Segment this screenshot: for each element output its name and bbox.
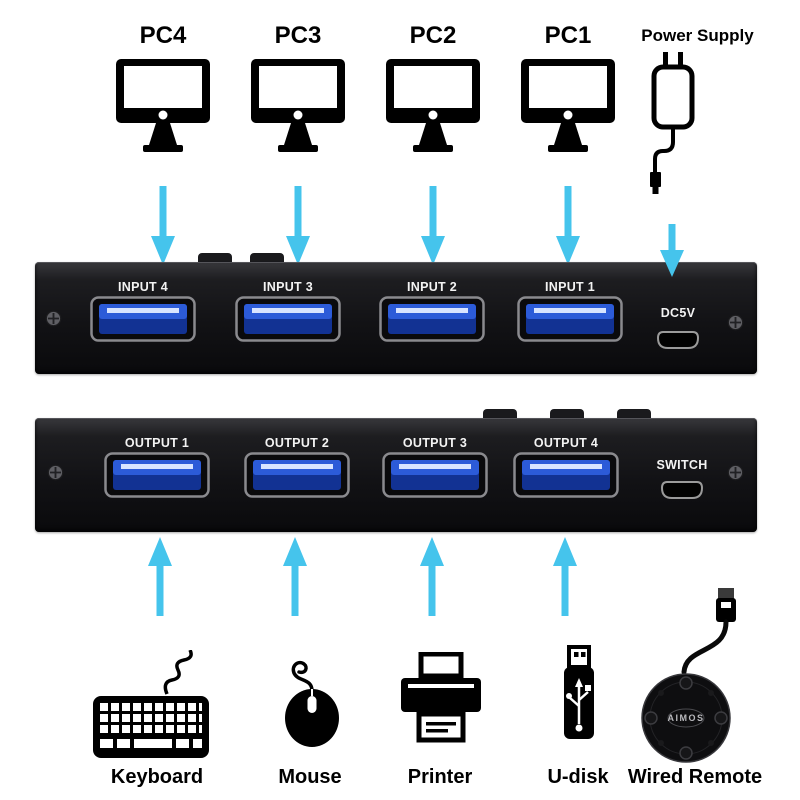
output4-port-label: OUTPUT 4 bbox=[533, 436, 599, 450]
udisk-label: U-disk bbox=[547, 766, 609, 788]
printer-label: Printer bbox=[407, 766, 473, 788]
mouse-icon bbox=[285, 660, 339, 747]
monitor-icon bbox=[521, 59, 615, 152]
usb-port-output4[interactable] bbox=[513, 452, 619, 498]
top-button-bump bbox=[250, 253, 284, 263]
up-arrow-icon bbox=[148, 537, 172, 616]
usb-port-output2[interactable] bbox=[244, 452, 350, 498]
usb-port-input2[interactable] bbox=[379, 296, 485, 342]
remote-brand-text: AIMOS bbox=[667, 713, 705, 723]
monitor-icon bbox=[116, 59, 210, 152]
usb-port-output1[interactable] bbox=[104, 452, 210, 498]
usb-port-input3[interactable] bbox=[235, 296, 341, 342]
input2-port-label: INPUT 2 bbox=[406, 280, 458, 294]
wired-remote-icon bbox=[641, 588, 736, 763]
pc3-label: PC3 bbox=[274, 22, 322, 49]
input4-port-label: INPUT 4 bbox=[117, 280, 169, 294]
wired-remote-label: Wired Remote bbox=[627, 766, 763, 788]
udisk-icon bbox=[564, 645, 594, 739]
mouse-label: Mouse bbox=[278, 766, 342, 788]
keyboard-icon bbox=[93, 650, 209, 758]
power-supply-icon bbox=[650, 52, 695, 194]
output1-port-label: OUTPUT 1 bbox=[124, 436, 190, 450]
monitor-icon bbox=[386, 59, 480, 152]
down-arrow-icon bbox=[286, 186, 310, 265]
top-button-bump bbox=[198, 253, 232, 263]
usb-port-input1[interactable] bbox=[517, 296, 623, 342]
dc5v-label: DC5V bbox=[660, 306, 696, 320]
up-arrow-icon bbox=[420, 537, 444, 616]
switch-label: SWITCH bbox=[656, 458, 708, 472]
screw-icon bbox=[47, 464, 64, 481]
up-arrow-icon bbox=[283, 537, 307, 616]
keyboard-label: Keyboard bbox=[110, 766, 204, 788]
input1-port-label: INPUT 1 bbox=[544, 280, 596, 294]
screw-icon bbox=[727, 464, 744, 481]
usb-port-input4[interactable] bbox=[90, 296, 196, 342]
pc2-label: PC2 bbox=[409, 22, 457, 49]
up-arrow-icon bbox=[553, 537, 577, 616]
screw-icon bbox=[45, 310, 62, 327]
power-supply-label: Power Supply bbox=[641, 26, 754, 45]
down-arrow-icon bbox=[421, 186, 445, 265]
output3-port-label: OUTPUT 3 bbox=[402, 436, 468, 450]
pc1-label: PC1 bbox=[544, 22, 592, 49]
usb-port-output3[interactable] bbox=[382, 452, 488, 498]
top-button-bump bbox=[617, 409, 651, 419]
top-button-bump bbox=[550, 409, 584, 419]
down-arrow-icon bbox=[660, 224, 684, 277]
down-arrow-icon bbox=[151, 186, 175, 265]
input3-port-label: INPUT 3 bbox=[262, 280, 314, 294]
screw-icon bbox=[727, 314, 744, 331]
dc5v-port[interactable] bbox=[656, 330, 700, 350]
pc4-label: PC4 bbox=[139, 22, 187, 49]
monitor-icon bbox=[251, 59, 345, 152]
output2-port-label: OUTPUT 2 bbox=[264, 436, 330, 450]
down-arrow-icon bbox=[556, 186, 580, 265]
top-button-bump bbox=[483, 409, 517, 419]
printer-icon bbox=[401, 652, 481, 743]
switch-port[interactable] bbox=[660, 480, 704, 500]
